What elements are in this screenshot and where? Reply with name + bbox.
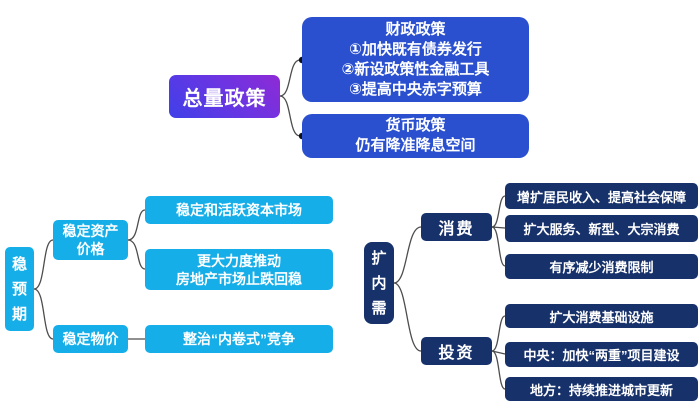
node-stabilize-prices: 稳定物价: [53, 325, 128, 353]
node-stable-expectations: 稳 预 期: [5, 247, 34, 331]
node-fiscal-policy: 财政政策 ①加快既有债券发行 ②新设政策性金融工具 ③提高中央赤字预算: [302, 17, 529, 102]
vertical-char: 扩: [371, 249, 387, 267]
node-investment-leaf-infrastructure: 扩大消费基础设施: [505, 304, 698, 328]
node-label: 总量政策: [182, 88, 267, 110]
node-capital-market-leaf: 稳定和活跃资本市场: [145, 196, 333, 224]
fiscal-item: ②新设政策性金融工具: [341, 60, 490, 78]
node-consumption: 消费: [421, 213, 492, 241]
connector-line: [491, 195, 506, 228]
vertical-char: 内: [371, 274, 387, 292]
node-consumption-leaf-income: 增扩居民收入、提高社会保障: [505, 183, 698, 209]
node-stabilize-asset-price: 稳定资产 价格: [53, 220, 128, 260]
node-label: 消费: [438, 221, 475, 238]
node-label: 中央：加快“两重”项目建设: [523, 348, 680, 363]
node-anti-involution-leaf: 整治“内卷式”竞争: [145, 325, 333, 353]
connector-line: [393, 226, 422, 284]
node-expand-domestic-demand: 扩 内 需: [364, 242, 394, 324]
fiscal-item: ①加快既有债券发行: [349, 40, 482, 58]
vertical-char: 需: [371, 299, 387, 317]
connector-line: [491, 350, 506, 390]
node-label: 稳定资产: [62, 223, 119, 239]
connector-line: [491, 315, 506, 352]
connector-line: [393, 282, 422, 352]
node-label: 扩大服务、新型、大宗消费: [523, 222, 680, 237]
connector-line: [279, 95, 301, 137]
node-label: 扩大消费基础设施: [549, 309, 654, 325]
connector-line: [127, 239, 146, 270]
node-label: 地方：持续推进城市更新: [529, 382, 673, 398]
connector-line: [491, 226, 506, 229]
vertical-char: 预: [11, 280, 27, 298]
node-label: 稳定物价: [62, 331, 119, 347]
monetary-title: 货币政策: [385, 117, 446, 134]
connector-line: [33, 239, 54, 290]
node-label: 稳定和活跃资本市场: [176, 202, 302, 218]
node-label: 增扩居民收入、提高社会保障: [516, 189, 686, 205]
connector-line: [279, 59, 301, 97]
node-monetary-policy: 货币政策 仍有降准降息空间: [302, 114, 529, 158]
node-investment-leaf-central: 中央：加快“两重”项目建设: [505, 342, 698, 367]
node-consumption-leaf-services: 扩大服务、新型、大宗消费: [505, 215, 698, 242]
node-label: 更大力度推动: [197, 252, 281, 269]
fiscal-item: ③提高中央赤字预算: [349, 80, 482, 98]
node-label: 有序减少消费限制: [549, 260, 654, 275]
monetary-item: 仍有降准降息空间: [355, 137, 476, 154]
node-consumption-leaf-restrictions: 有序减少消费限制: [505, 254, 698, 279]
node-investment-leaf-local: 地方：持续推进城市更新: [505, 377, 698, 401]
connector-line: [127, 209, 146, 241]
node-label: 投资: [438, 345, 475, 362]
node-label: 整治“内卷式”竞争: [183, 331, 295, 347]
connector-line: [491, 226, 506, 267]
node-label: 价格: [76, 241, 105, 257]
node-total-policy: 总量政策: [169, 75, 280, 118]
node-label: 房地产市场止跌回稳: [176, 270, 302, 287]
connector-line: [33, 288, 54, 340]
node-investment: 投资: [421, 337, 492, 365]
vertical-char: 稳: [11, 255, 27, 273]
vertical-char: 期: [11, 305, 27, 323]
fiscal-title: 财政政策: [385, 20, 446, 38]
node-property-market-leaf: 更大力度推动 房地产市场止跌回稳: [145, 249, 333, 290]
